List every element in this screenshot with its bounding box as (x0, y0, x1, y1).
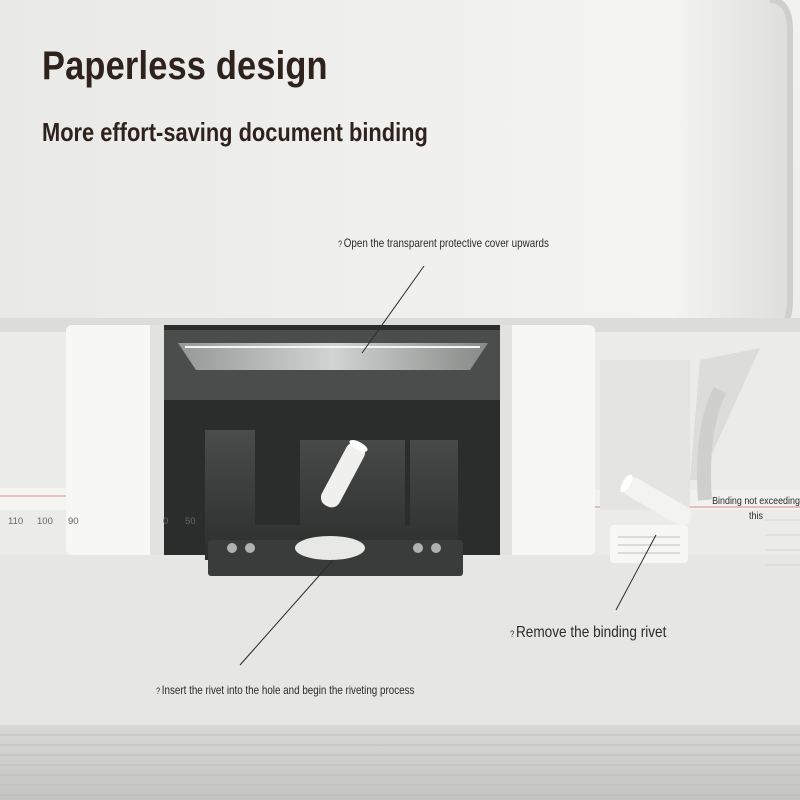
pointer-open-cover (361, 265, 425, 354)
right-pillar-shade (500, 325, 512, 555)
callout-binding-limit-line1: Binding not exceeding (712, 495, 800, 507)
headline: Paperless design (42, 44, 328, 88)
callout-remove-rivet-text: Remove the binding rivet (515, 624, 667, 641)
rivet-spare (620, 474, 692, 526)
ruler-tick-label: 110 (8, 516, 24, 527)
left-pillar-shade (150, 325, 164, 555)
callout-marker: ? (156, 686, 161, 696)
callout-open-cover-text: Open the transparent protective cover up… (343, 236, 549, 250)
paper-guide-lines (765, 519, 800, 566)
rivet-hole (295, 536, 365, 560)
ruler-tick-label: 100 (37, 516, 53, 527)
rivet-inserted (320, 439, 368, 508)
screw-heads (227, 543, 441, 553)
transparent-cover (178, 343, 488, 370)
callout-binding-limit: Binding not exceeding this (704, 494, 800, 524)
callout-marker: ? (510, 629, 515, 639)
callout-insert-rivet: ?Insert the rivet into the hole and begi… (156, 683, 414, 697)
right-pillar (500, 325, 595, 555)
rivet-holder (610, 525, 688, 563)
callout-remove-rivet: ?Remove the binding rivet (510, 624, 666, 642)
paper-stack-lines (0, 734, 800, 796)
paper-stack-edge (0, 725, 800, 800)
ruler-tick-label: 90 (68, 516, 79, 527)
machine-upper-body (0, 0, 790, 360)
ruler-tick-label: 0 (163, 516, 169, 527)
callout-binding-limit-line2: this (749, 510, 763, 522)
callout-open-cover: ?Open the transparent protective cover u… (338, 236, 549, 250)
subheadline: More effort-saving document binding (42, 117, 428, 147)
ruler-tick-label: 50 (185, 516, 196, 527)
pointer-insert-rivet (239, 559, 334, 666)
lever-rail (697, 386, 727, 501)
pointer-remove-rivet (615, 534, 657, 611)
rivet-holder-grooves (618, 536, 680, 554)
left-pillar (66, 325, 164, 555)
callout-insert-rivet-text: Insert the rivet into the hole and begin… (161, 683, 415, 697)
pointer-lines (239, 265, 657, 666)
callout-marker: ? (338, 239, 343, 249)
